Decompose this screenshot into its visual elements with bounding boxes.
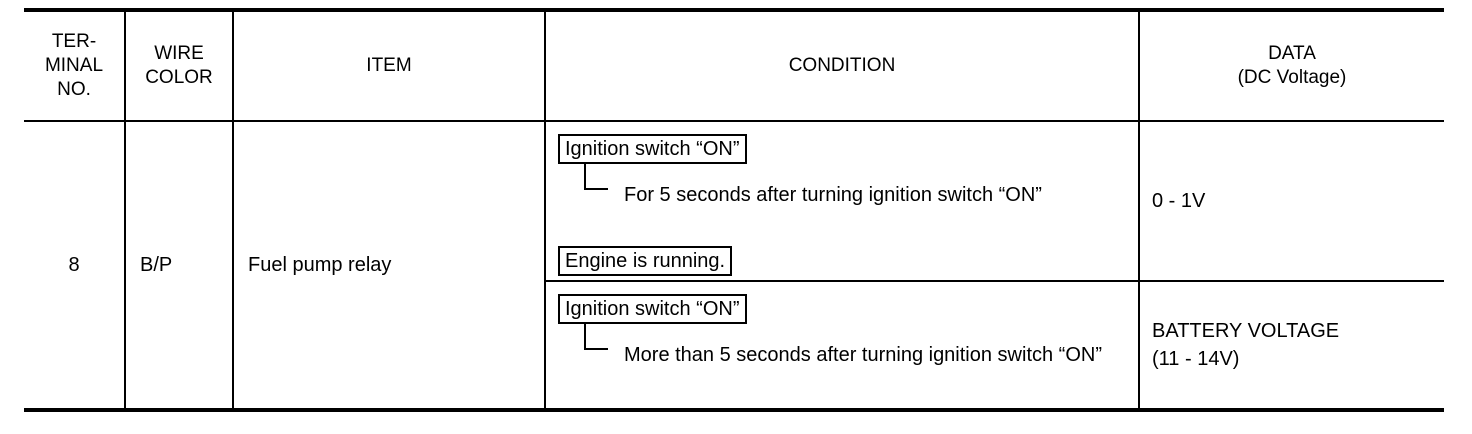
condition-box-ignition-on-1: Ignition switch “ON” — [558, 134, 747, 164]
wire-color: B/P — [140, 254, 173, 276]
col-divider-3 — [544, 8, 546, 412]
item-name: Fuel pump relay — [248, 254, 392, 276]
data-value-1: 0 - 1V — [1152, 190, 1206, 212]
col-divider-4 — [1138, 8, 1140, 412]
condition-box-ignition-on-2: Ignition switch “ON” — [558, 294, 747, 324]
header-bottom-rule — [24, 120, 1444, 122]
col-divider-2 — [232, 8, 234, 412]
table-bottom-rule — [24, 408, 1444, 412]
condition-bracket-1 — [584, 162, 608, 190]
header-terminal-no: TER- MINAL NO. — [44, 31, 104, 100]
condition-box-engine-running: Engine is running. — [558, 246, 733, 276]
condition-divider-rule — [544, 280, 1444, 282]
condition-bracket-2 — [584, 322, 608, 350]
header-wire-color: WIRE COLOR — [145, 43, 213, 88]
condition-detail-2: More than 5 seconds after turning igniti… — [624, 344, 1102, 366]
condition-detail-1: For 5 seconds after turning ignition swi… — [624, 184, 1042, 206]
data-value-2: BATTERY VOLTAGE (11 - 14V) — [1152, 320, 1340, 370]
table-top-rule — [24, 8, 1444, 12]
header-item: ITEM — [366, 55, 412, 76]
terminal-number: 8 — [68, 254, 80, 276]
header-data: DATA (DC Voltage) — [1237, 43, 1347, 88]
header-condition: CONDITION — [788, 55, 896, 76]
col-divider-1 — [124, 8, 126, 412]
terminal-data-table: TER- MINAL NO. WIRE COLOR ITEM CONDITION… — [24, 8, 1444, 412]
